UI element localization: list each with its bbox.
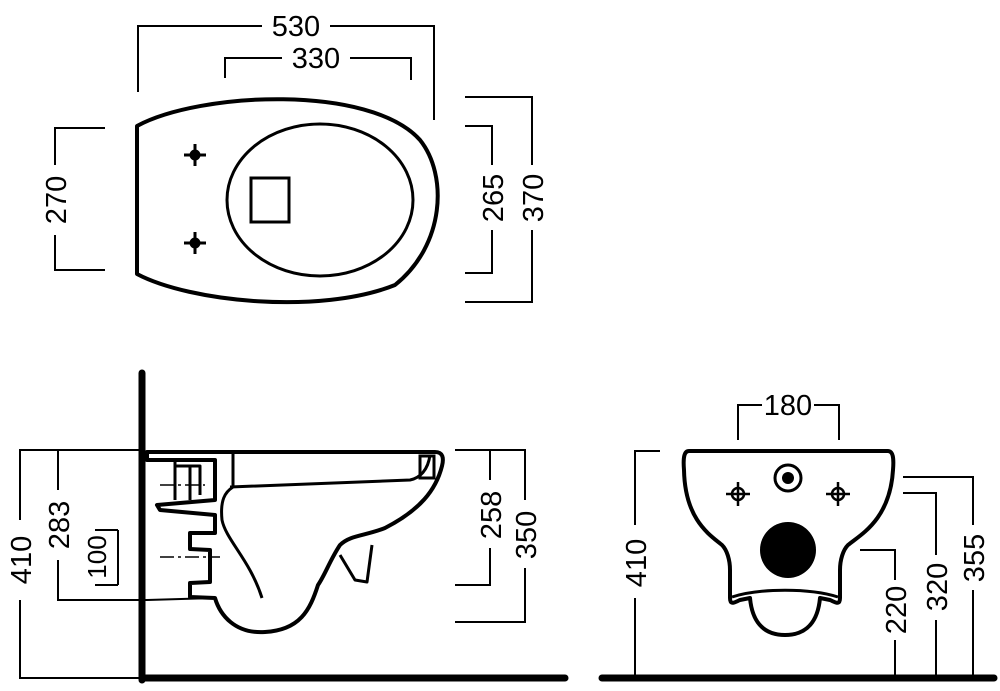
dimension-410: 410 — [6, 536, 38, 584]
dimension-line — [137, 25, 435, 120]
dimension-355: 355 — [959, 534, 991, 582]
water-inlet-icon — [773, 463, 803, 493]
rim-flush-slot — [418, 454, 436, 480]
rim-front — [731, 588, 839, 599]
dimension-283: 283 — [44, 501, 76, 549]
dimension-350: 350 — [511, 511, 543, 559]
dimension-180: 180 — [764, 390, 812, 422]
fixing-cross-icon — [184, 232, 206, 254]
outlet-rect — [249, 176, 291, 224]
bowl-outline-front — [681, 449, 896, 637]
fixing-cross-icon — [726, 482, 750, 506]
dimension-line — [737, 404, 840, 440]
dimension-line — [455, 449, 526, 623]
dimension-100: 100 — [82, 535, 112, 578]
dimension-265: 265 — [478, 174, 510, 222]
dimension-258: 258 — [476, 491, 508, 539]
dimension-line — [903, 476, 974, 678]
dimension-line — [146, 597, 216, 601]
dimension-line — [95, 529, 119, 586]
fixing-cross-icon — [826, 482, 850, 506]
top-view: 530 330 270 265 370 — [41, 11, 550, 305]
bowl-outline-side — [145, 450, 445, 635]
dimension-line — [634, 450, 660, 678]
bowl-inner-side — [220, 452, 432, 599]
dimension-line — [54, 127, 105, 271]
water-inlet-core — [782, 472, 794, 484]
bowl-outline-top — [135, 97, 440, 305]
outlet-hole — [760, 522, 816, 578]
dimension-line — [465, 96, 533, 303]
front-view: 180 410 220 320 355 — [598, 390, 998, 682]
dimension-220: 220 — [881, 586, 913, 634]
dimension-line — [465, 125, 493, 274]
fixing-bracket — [173, 460, 202, 500]
dimension-320: 320 — [922, 563, 954, 611]
fixing-cross-icon — [184, 144, 206, 166]
dimension-line — [19, 449, 140, 679]
dimension-line — [903, 492, 937, 678]
dimension-370: 370 — [518, 174, 550, 222]
dimension-line — [57, 450, 147, 601]
side-view: 410 283 100 258 350 — [6, 369, 569, 684]
dimension-330: 330 — [292, 43, 340, 75]
dimension-270: 270 — [41, 176, 73, 224]
dimension-410-front: 410 — [621, 539, 653, 587]
dimension-line — [860, 549, 896, 678]
dimension-line — [224, 57, 412, 80]
bowl-opening — [225, 122, 415, 278]
dimension-530: 530 — [272, 11, 320, 43]
